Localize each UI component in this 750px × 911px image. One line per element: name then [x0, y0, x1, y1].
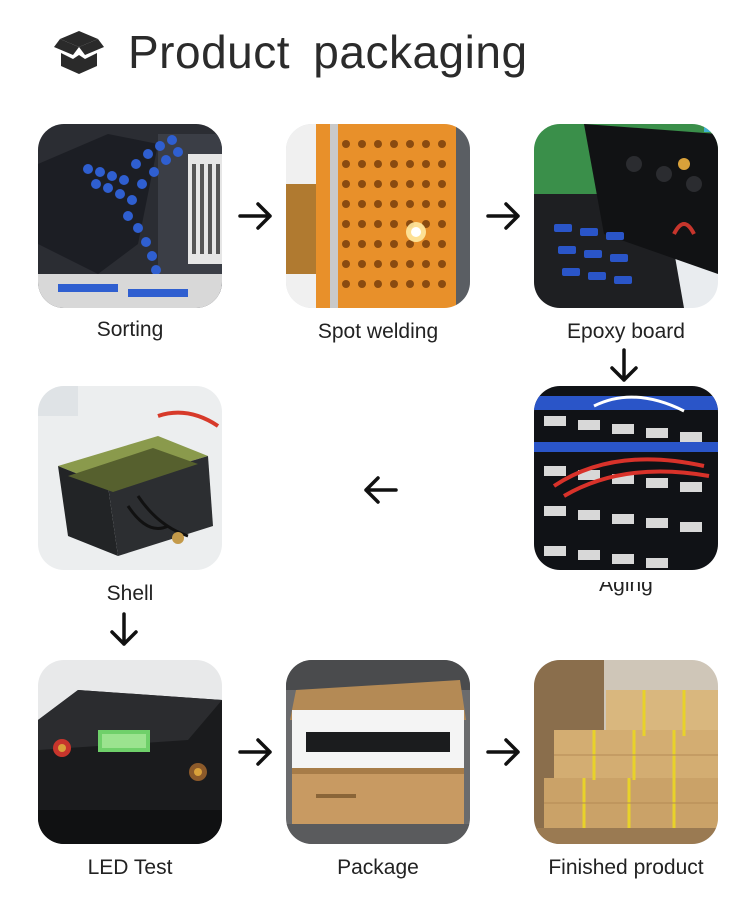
finished-product-photo: [534, 660, 718, 844]
step-epoxy-board: Epoxy board: [534, 124, 718, 343]
step-label: Epoxy board: [567, 320, 685, 343]
epoxy-board-photo: [534, 124, 718, 308]
step-label: Finished product: [548, 856, 704, 879]
step-aging: Aging: [534, 386, 718, 595]
step-finished-product: Finished product: [534, 660, 718, 879]
step-label: Sorting: [96, 318, 164, 341]
page-header: Product packaging: [52, 22, 528, 82]
step-label: LED Test: [87, 856, 173, 879]
page-title: Product packaging: [128, 26, 528, 78]
battery-cell-sorting-photo: [38, 124, 222, 308]
step-package: Package: [286, 660, 470, 879]
down-arrow-icon: [604, 346, 644, 386]
step-label: Aging: [599, 582, 653, 596]
right-arrow-icon: [484, 732, 524, 772]
step-spot-welding: Spot welding: [286, 124, 470, 343]
aging-test-photo: [534, 386, 718, 570]
step-shell: Shell: [38, 386, 222, 605]
led-test-photo: [38, 660, 222, 844]
step-label: Spot welding: [317, 320, 439, 343]
down-arrow-icon: [104, 610, 144, 650]
right-arrow-icon: [236, 196, 276, 236]
step-led-test: LED Test: [38, 660, 222, 879]
step-label: Package: [337, 856, 419, 879]
right-arrow-icon: [236, 732, 276, 772]
package-photo: [286, 660, 470, 844]
left-arrow-icon: [360, 470, 400, 510]
step-sorting: Sorting: [38, 124, 222, 341]
step-label: Shell: [106, 582, 154, 605]
battery-shell-photo: [38, 386, 222, 570]
box-icon: [54, 31, 104, 74]
right-arrow-icon: [484, 196, 524, 236]
spot-welding-photo: [286, 124, 470, 308]
